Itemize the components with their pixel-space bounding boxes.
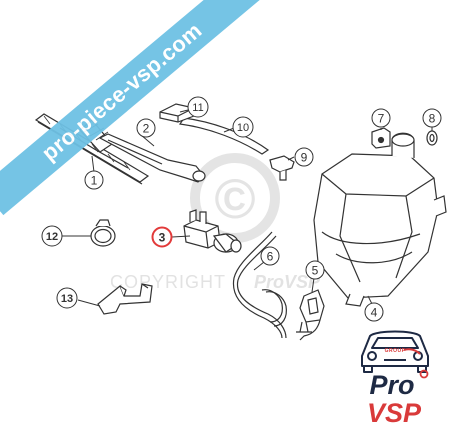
mounting-bracket xyxy=(97,283,153,315)
logo-line2: VSP xyxy=(367,398,422,428)
callout-label: 11 xyxy=(192,102,203,114)
copyright-text-watermark: COPYRIGHT ProVSP xyxy=(110,272,321,292)
copyright-symbol: © xyxy=(214,167,255,230)
seal-strip xyxy=(178,117,270,155)
callout-8: 8 xyxy=(422,108,442,128)
callout-label: 10 xyxy=(237,122,249,134)
logo-swoosh xyxy=(403,348,421,355)
clip-part xyxy=(371,127,391,149)
wiper-motor xyxy=(183,209,242,253)
callout-label: 2 xyxy=(143,122,150,136)
callout-label: 3 xyxy=(159,231,166,245)
washer-pump xyxy=(296,289,325,341)
callout-label: 6 xyxy=(267,250,274,264)
hose-clamp xyxy=(90,219,116,247)
provsp-logo: GROUP Pro VSP xyxy=(361,330,429,428)
callout-label: 1 xyxy=(91,174,98,188)
callout-5: 5 xyxy=(305,260,325,280)
callout-9: 9 xyxy=(294,147,314,167)
callout-1: 1 xyxy=(84,170,104,190)
washer-reservoir xyxy=(313,132,447,307)
callout-7: 7 xyxy=(371,108,391,128)
washer-hose xyxy=(232,231,287,339)
callout-label: 8 xyxy=(429,112,436,126)
callout-6: 6 xyxy=(260,246,280,266)
callout-label: 9 xyxy=(301,151,308,165)
callout-10: 10 xyxy=(232,116,254,138)
callout-13: 13 xyxy=(56,287,78,309)
copyright-brand: ProVSP xyxy=(254,272,321,292)
grommet-part xyxy=(426,130,438,146)
logo-line1: Pro xyxy=(369,370,414,400)
callout-label: 5 xyxy=(312,264,319,278)
wiper-arm xyxy=(98,133,206,183)
callout-label: 13 xyxy=(61,293,73,305)
callout-3: 3 xyxy=(151,226,173,248)
logo-group-label: GROUP xyxy=(385,348,406,354)
callout-label: 12 xyxy=(46,231,58,243)
callout-4: 4 xyxy=(364,302,384,322)
callout-label: 7 xyxy=(378,112,385,126)
callout-11: 11 xyxy=(187,96,209,118)
logo-dot xyxy=(419,369,429,379)
callout-12: 12 xyxy=(41,225,63,247)
callout-label: 4 xyxy=(371,306,378,320)
callout-2: 2 xyxy=(136,118,156,138)
copyright-text: COPYRIGHT xyxy=(110,272,226,292)
